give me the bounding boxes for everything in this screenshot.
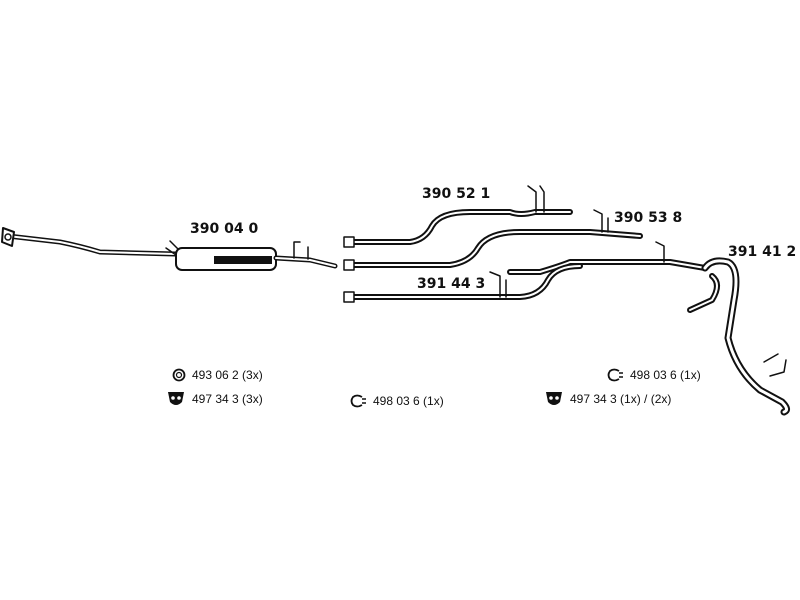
accessory-text: 493 06 2 (3x) (192, 368, 263, 382)
part-label-lower-pipe: 391 44 3 (417, 276, 486, 292)
accessory-text: 497 34 3 (1x) / (2x) (570, 392, 672, 406)
rubber-mount-icon (168, 392, 184, 405)
hanger-clip-icon (607, 368, 623, 382)
hanger-clip-icon (350, 394, 366, 408)
accessory-rubber-mount: 497 34 3 (1x) / (2x) (544, 390, 671, 408)
part-label-front-pipe-silencer: 390 04 0 (190, 221, 259, 237)
clamp-ring-icon (172, 368, 186, 382)
upper-pipe-drawing (343, 185, 573, 248)
accessory-clamp-ring: 493 06 2 (3x) (172, 368, 263, 382)
accessory-text: 497 34 3 (3x) (192, 392, 263, 406)
accessory-text: 498 03 6 (1x) (630, 368, 701, 382)
front-pipe-silencer-drawing (1, 227, 338, 271)
accessory-text: 498 03 6 (1x) (373, 394, 444, 408)
lower-pipe-drawing (343, 263, 583, 303)
accessory-hanger-clip: 498 03 6 (1x) (606, 368, 701, 382)
accessory-hanger-clip: 498 03 6 (1x) (349, 394, 444, 408)
middle-pipe-drawing (343, 209, 708, 275)
part-label-upper-pipe: 390 52 1 (422, 186, 491, 202)
part-label-middle-pipe: 390 53 8 (614, 210, 683, 226)
rubber-mount-icon (546, 392, 562, 405)
tail-pipe-drawing (687, 257, 791, 416)
accessory-rubber-mount: 497 34 3 (3x) (166, 390, 263, 408)
part-label-tail-pipe: 391 41 2 (728, 244, 797, 260)
